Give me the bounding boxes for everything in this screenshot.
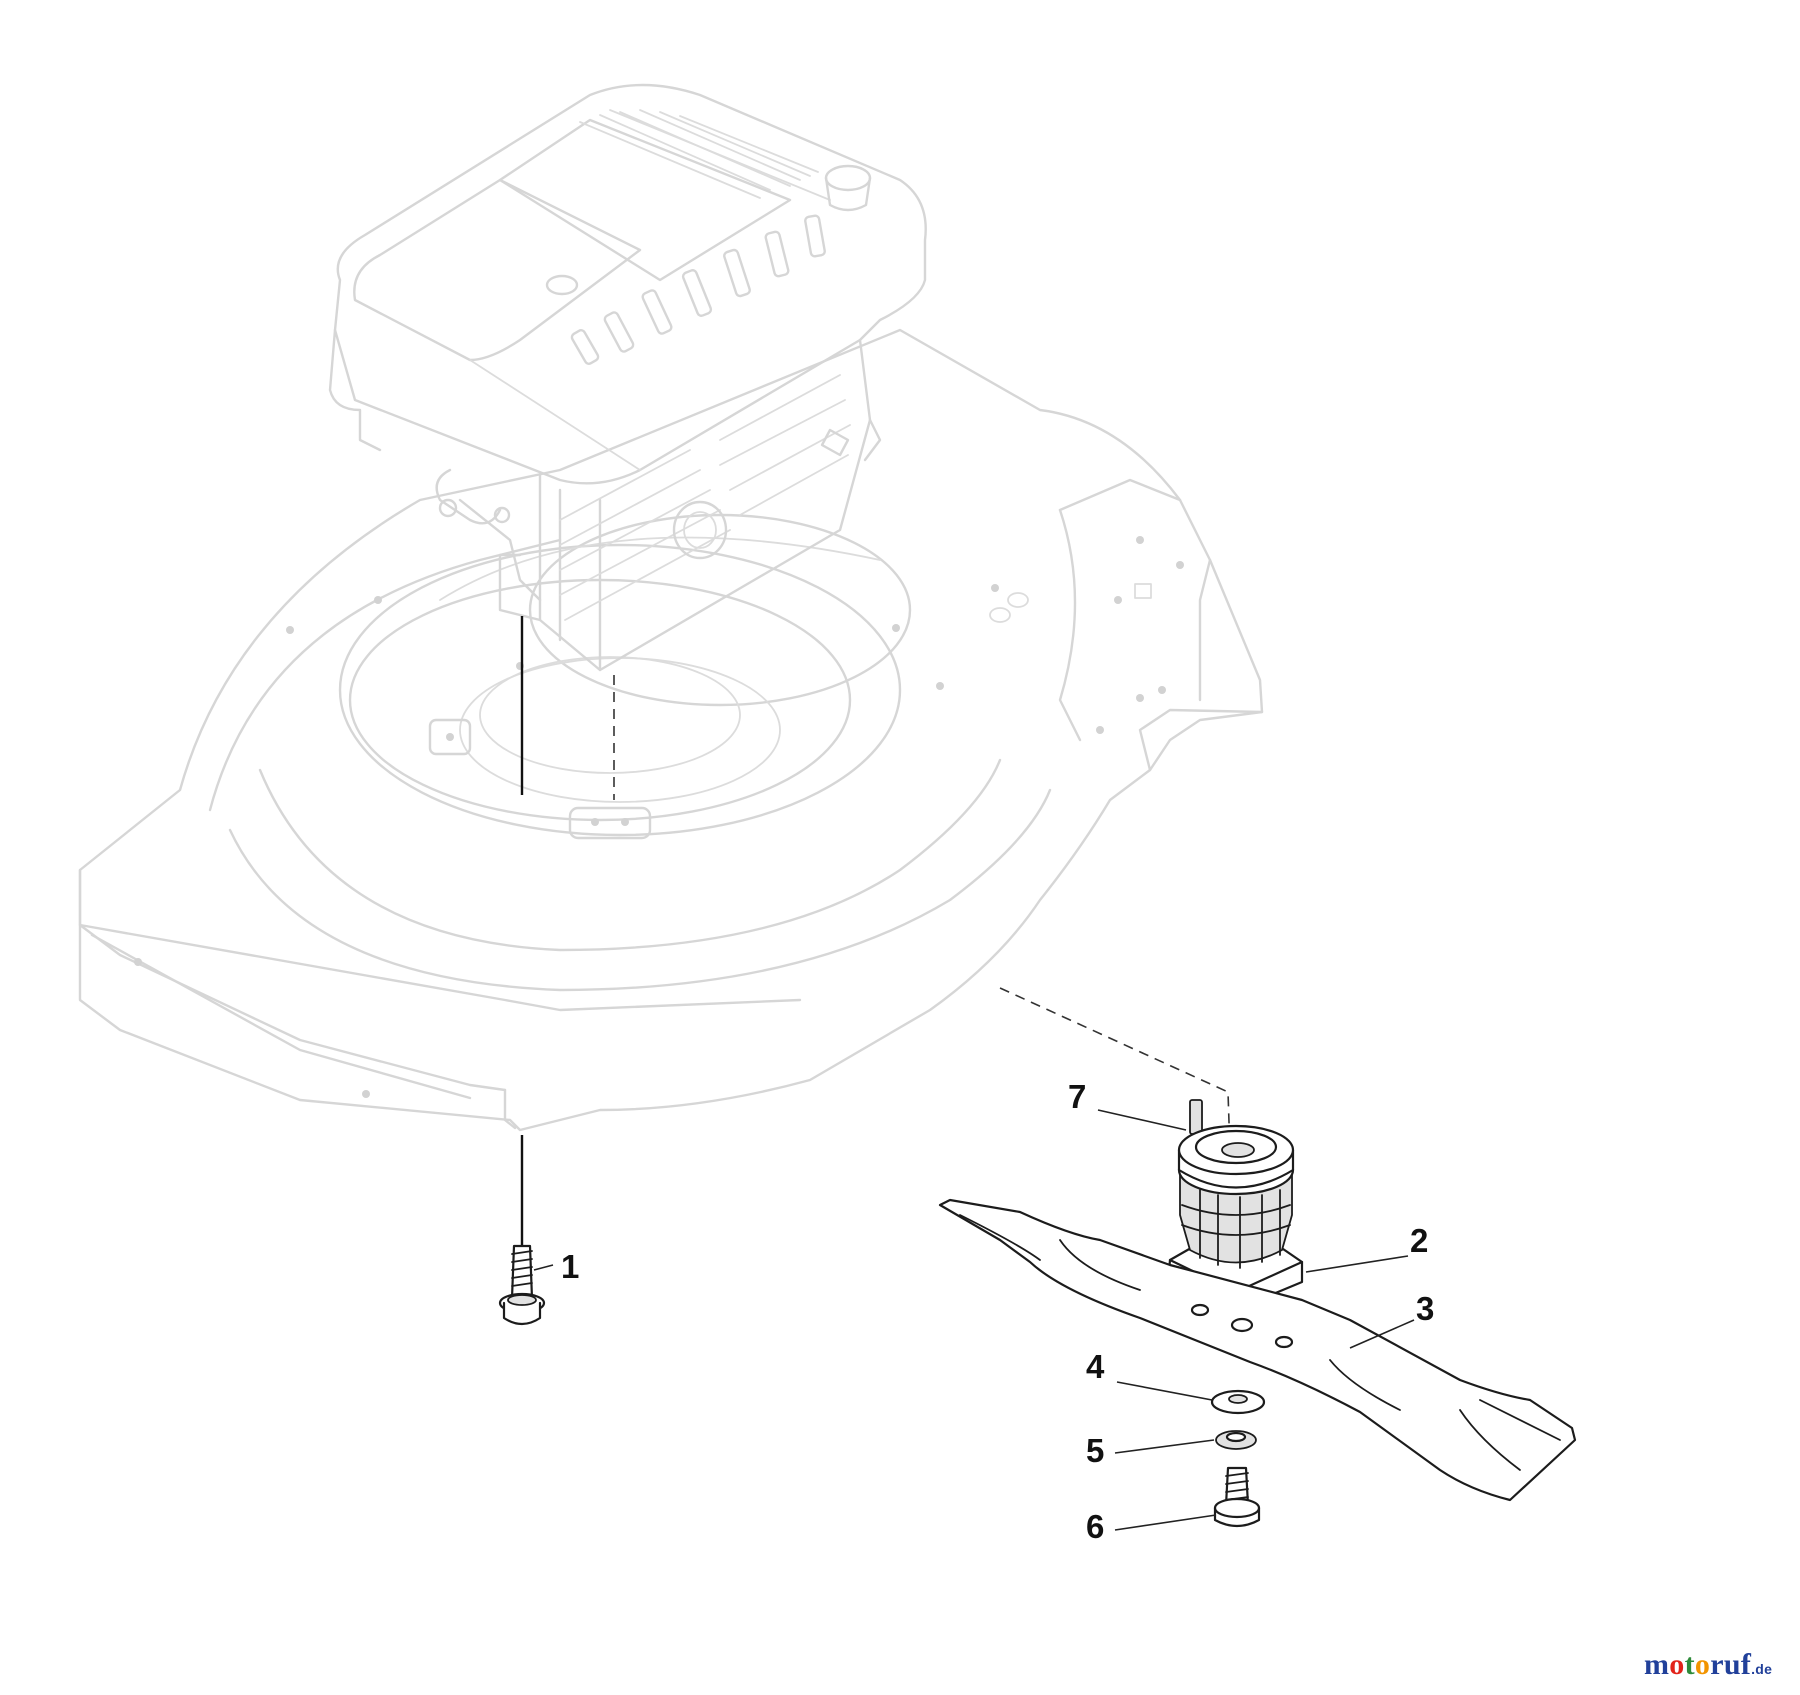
callout-number-2: 2 (1410, 1222, 1428, 1259)
callout-number-4: 4 (1086, 1348, 1105, 1385)
part-1-screw (498, 1244, 546, 1326)
callout-number-3: 3 (1416, 1290, 1434, 1327)
part-3-blade (938, 1198, 1577, 1502)
watermark-seg-2: o (1669, 1648, 1685, 1681)
watermark-seg-5: ruf (1710, 1648, 1752, 1681)
watermark-seg-1: m (1644, 1648, 1670, 1681)
callout-number-6: 6 (1086, 1508, 1104, 1545)
watermark-seg-3: t (1684, 1648, 1695, 1681)
callout-number-7: 7 (1068, 1078, 1086, 1115)
watermark-seg-4: o (1694, 1648, 1711, 1681)
callout-number-1: 1 (561, 1248, 579, 1285)
part-7-key (1189, 1099, 1203, 1135)
callout-number-5: 5 (1086, 1432, 1104, 1469)
engine-outline (328, 83, 927, 672)
part-5-lock-washer (1215, 1430, 1257, 1450)
watermark-tld: .de (1751, 1661, 1773, 1677)
assembly-lines (520, 616, 1231, 1245)
part-6-bolt (1213, 1466, 1261, 1528)
callout-leaders (533, 1109, 1415, 1531)
part-2-blade-adapter (1166, 1124, 1304, 1314)
part-4-washer (1210, 1389, 1266, 1415)
mower-deck-outline (78, 328, 1264, 1132)
watermark-logo: motoruf.de (1644, 1648, 1772, 1682)
